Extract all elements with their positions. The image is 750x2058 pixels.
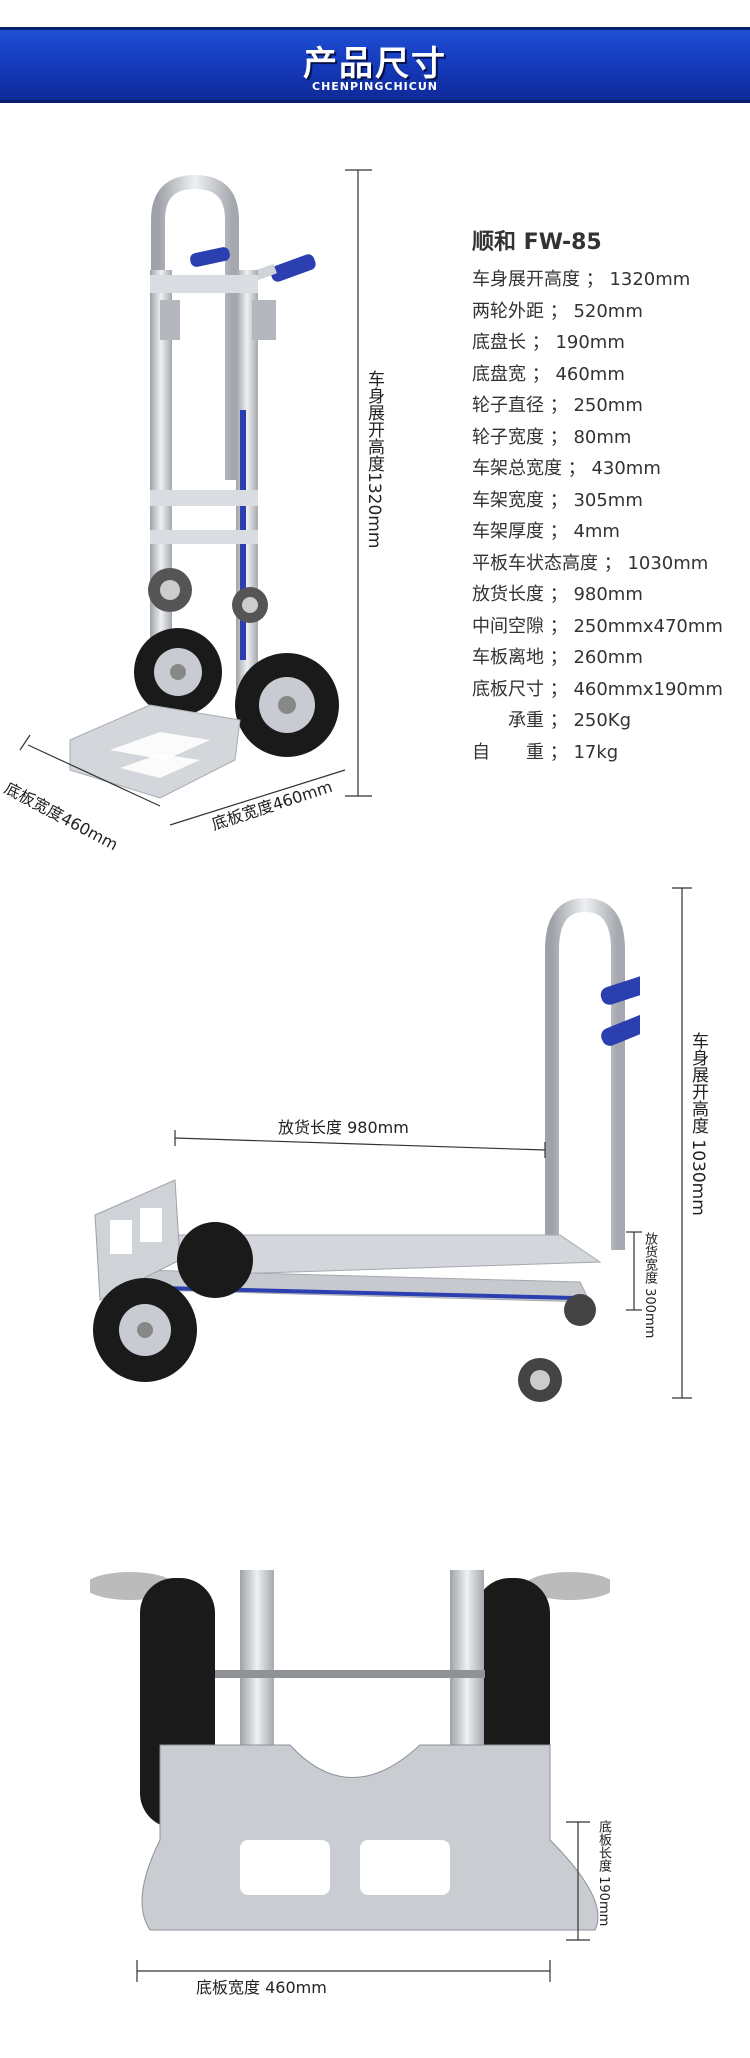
photo3-width-label: 底板宽度 460mm — [196, 1978, 327, 1997]
platform-cart-photo — [93, 897, 640, 1402]
spec-item: 车板离地 ； 260mm — [472, 647, 643, 668]
spec-item: 底盘宽 ； 460mm — [472, 363, 625, 385]
spec-item: 车架厚度 ； 4mm — [472, 521, 620, 542]
photo2-length-label: 放货长度 980mm — [278, 1118, 409, 1137]
base-plate-closeup-photo — [90, 1570, 610, 1931]
hand-truck-upright-photo — [69, 174, 339, 799]
spec-item: 承重 ； 250Kg — [508, 710, 632, 731]
spec-item: 车架总宽度 ； 430mm — [472, 458, 661, 479]
spec-list: 车身展开高度 ； 1320mm 两轮外距 ； 520mm 底盘长 ； 190mm… — [472, 265, 723, 769]
spec-item: 放货长度 ； 980mm — [472, 584, 643, 605]
spec-item: 车架宽度 ； 305mm — [472, 489, 643, 511]
spec-item: 底盘长 ； 190mm — [472, 332, 625, 353]
spec-item: 中间空隙 ； 250mmx470mm — [472, 615, 723, 637]
spec-item: 轮子直径 ； 250mm — [472, 395, 643, 416]
spec-item: 两轮外距 ； 520mm — [472, 300, 643, 322]
photo3-dimension-lines — [136, 1821, 590, 1982]
spec-item: 自 重 ； 17kg — [472, 741, 619, 763]
spec-item: 底板尺寸 ； 460mmx190mm — [472, 678, 723, 700]
section-banner: 产品尺寸 CHENPINGCHICUN — [0, 30, 750, 100]
banner-title: 产品尺寸 — [303, 44, 447, 84]
photo2-width-label: 放货宽度 300mm — [642, 1232, 657, 1339]
spec-item: 轮子宽度 ； 80mm — [472, 426, 632, 448]
product-model-title: 顺和 FW-85 — [472, 230, 602, 255]
photo2-dimension-lines — [174, 887, 692, 1399]
spec-item: 平板车状态高度 ； 1030mm — [472, 552, 709, 574]
spec-item: 车身展开高度 ； 1320mm — [472, 269, 691, 290]
photo1-dimension-lines — [19, 169, 372, 826]
photo2-height-label: 车身展开高度 1030mm — [688, 1032, 708, 1216]
photo3-depth-label: 底板长度 190mm — [596, 1820, 611, 1927]
photo1-height-label: 车身展开高度1320mm — [364, 370, 384, 549]
banner-subtitle: CHENPINGCHICUN — [312, 80, 438, 93]
